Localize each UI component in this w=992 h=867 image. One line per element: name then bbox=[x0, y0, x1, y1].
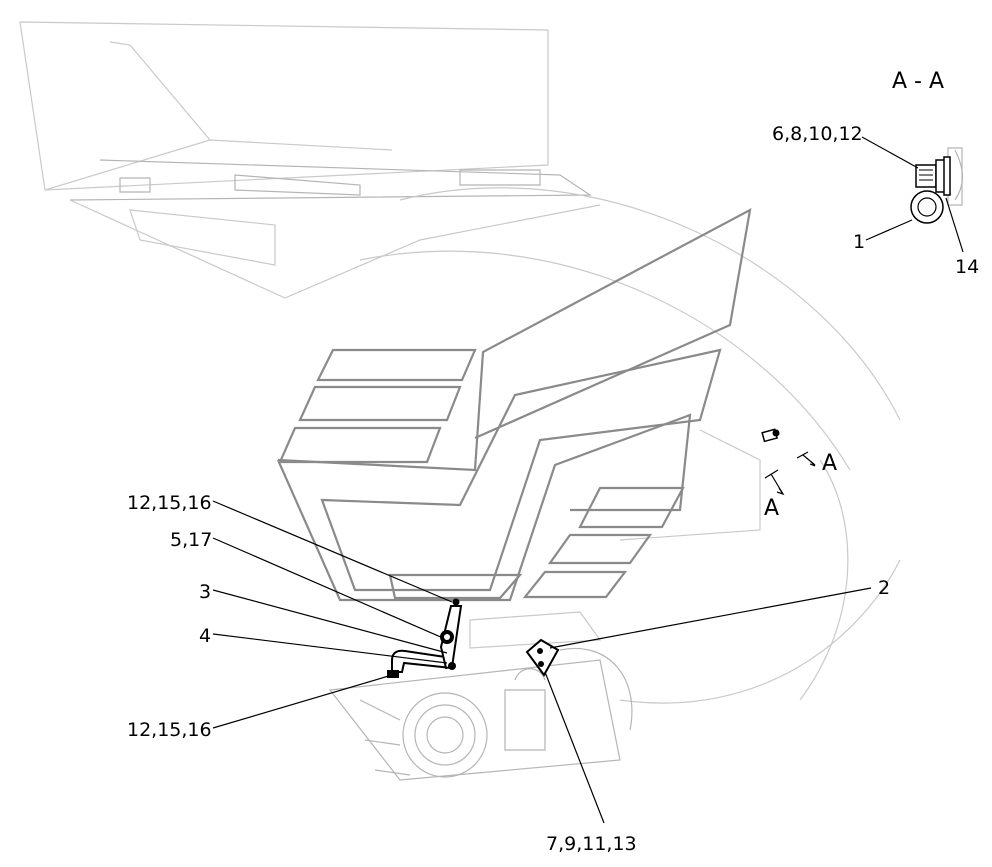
callout-section-6-8-10-12: 6,8,10,12 bbox=[772, 123, 863, 145]
callout-leaders bbox=[212, 500, 872, 824]
decal-emblem-outline bbox=[276, 207, 752, 602]
callout-7-9-11-13: 7,9,11,13 bbox=[546, 833, 637, 855]
pipe-elbow-part-4 bbox=[391, 649, 453, 673]
pipe-end-cap bbox=[387, 670, 399, 678]
callout-12-15-16-top: 12,15,16 bbox=[127, 492, 212, 514]
callout-section-1: 1 bbox=[853, 231, 865, 253]
callout-section-14: 14 bbox=[955, 256, 979, 278]
callout-2: 2 bbox=[878, 577, 890, 599]
bolt-bottom bbox=[448, 662, 456, 670]
section-mark-a-upper: A bbox=[822, 451, 837, 476]
callout-3: 3 bbox=[199, 581, 211, 603]
bolt-head bbox=[915, 164, 937, 188]
callout-5-17: 5,17 bbox=[170, 529, 212, 551]
section-mark-a-lower: A bbox=[764, 496, 779, 521]
bolt-top bbox=[452, 598, 460, 606]
small-fitting bbox=[761, 428, 780, 443]
callout-4: 4 bbox=[199, 625, 211, 647]
section-a-a-detail: A - A 6,8,10,12 1 14 bbox=[772, 69, 979, 278]
callout-12-15-16-bottom: 12,15,16 bbox=[127, 719, 212, 741]
background-cab-outline bbox=[19, 21, 901, 781]
bracket-part-2 bbox=[525, 638, 560, 677]
callout-labels: 12,15,16 5,17 3 4 12,15,16 2 7,9,11,13 bbox=[127, 492, 890, 855]
section-title: A - A bbox=[892, 69, 944, 94]
section-markers: A A bbox=[764, 451, 837, 521]
